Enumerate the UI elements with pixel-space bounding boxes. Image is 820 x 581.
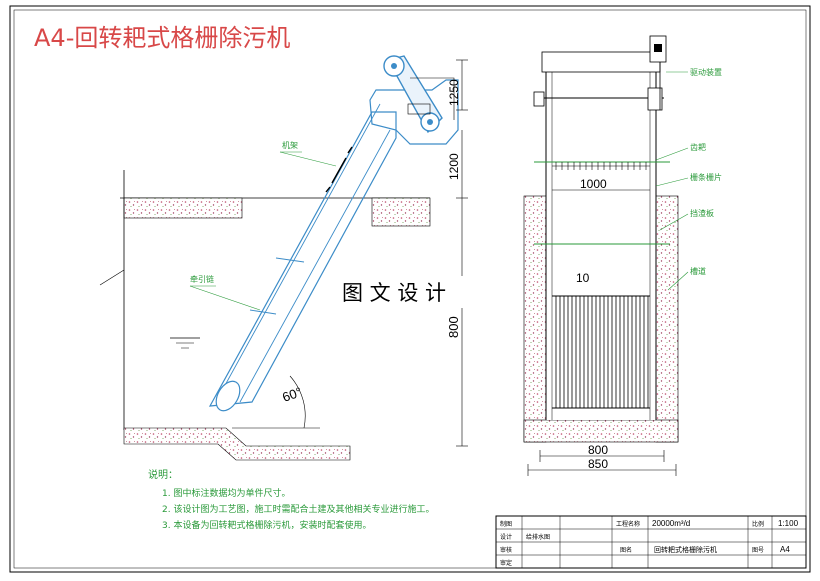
ground-block-left xyxy=(123,197,243,219)
dim-1000: 1000 xyxy=(580,177,607,191)
callout-drive: 驱动装置 xyxy=(690,67,722,77)
callout-chain: 牵引链 xyxy=(190,274,214,284)
dim-10: 10 xyxy=(576,271,590,285)
tb-r3-d: 图号 xyxy=(752,547,764,554)
pit-floor xyxy=(523,419,679,443)
lower-sprocket xyxy=(215,380,241,412)
notes: 说明： 1. 图中标注数据均为单件尺寸。 2. 该设计图为工艺图，施工时需配合土… xyxy=(148,468,434,531)
pit-wall-right xyxy=(655,195,679,443)
dim-1250: 1250 xyxy=(447,79,461,106)
rake-row xyxy=(552,162,650,170)
tb-r1-b: 工程名称 xyxy=(616,520,640,528)
callout-slot: 槽道 xyxy=(690,266,706,276)
tb-r1-a: 制图 xyxy=(500,520,512,528)
motor-box xyxy=(407,103,431,115)
drive-motor-core xyxy=(654,44,662,52)
crossbar-2 xyxy=(249,309,277,315)
dim-1200: 1200 xyxy=(447,153,461,180)
callout-rake: 齿耙 xyxy=(690,143,706,152)
note-item-1: 1. 图中标注数据均为单件尺寸。 xyxy=(162,487,290,499)
dim-800-front: 800 xyxy=(588,443,608,457)
pit-interior xyxy=(546,196,656,420)
note-item-2: 2. 该设计图为工艺图，施工时需配合土建及其他相关专业进行施工。 xyxy=(162,503,434,515)
rail-outer xyxy=(239,129,391,403)
tb-r1-d: 比例 xyxy=(752,520,764,528)
break-mark xyxy=(99,269,125,286)
grid-bars xyxy=(555,296,649,408)
watermark-box xyxy=(336,276,484,308)
drawing-title: A4-回转耙式格栅除污机 xyxy=(34,24,290,52)
upper-sprocket-hub xyxy=(391,63,397,69)
leader-plate xyxy=(659,213,689,231)
notes-heading: 说明： xyxy=(148,468,178,481)
head-box xyxy=(541,51,661,73)
leader-rake xyxy=(655,147,689,161)
motor-bracket xyxy=(410,77,455,120)
angle-label: 60° xyxy=(280,384,304,405)
crossbar-1 xyxy=(275,257,305,263)
side-view: 1250 1200 800 60° 机架 牵引链 xyxy=(99,55,468,461)
tb-r3-b: 图名 xyxy=(620,546,632,554)
ground-block-right xyxy=(371,197,431,227)
bearing-right xyxy=(647,87,663,111)
tb-r3-c: 回转耙式格栅除污机 xyxy=(654,545,717,554)
channel-bottom xyxy=(123,427,351,461)
leader-grid xyxy=(655,177,689,187)
title-block: 制图 工程名称 20000m³/d 比例 1:100 设计 给排水图 审核 图名… xyxy=(495,515,807,569)
sheet-border xyxy=(9,5,811,573)
rail-inner xyxy=(217,103,381,399)
callout-grid: 栅条栅片 xyxy=(690,172,722,182)
dim-850: 850 xyxy=(588,457,608,471)
tb-r3-a: 审核 xyxy=(500,546,512,554)
tb-r2-a: 设计 xyxy=(500,533,512,541)
tb-r1-c: 20000m³/d xyxy=(652,519,690,528)
tb-r2-b: 给排水图 xyxy=(526,533,550,541)
tb-r1-e: 1:100 xyxy=(778,519,799,528)
leader-slot xyxy=(667,271,689,291)
pit-wall-left xyxy=(523,195,547,443)
note-item-3: 3. 本设备为回转耙式格栅除污机，安装时配套使用。 xyxy=(162,519,371,531)
callout-plate: 挡渣板 xyxy=(690,208,714,218)
dim-800-side: 800 xyxy=(446,316,461,338)
leader-chain xyxy=(189,285,261,311)
tb-r4-a: 审定 xyxy=(500,559,512,567)
drive-sprocket-hub xyxy=(427,119,433,125)
angle-arc xyxy=(289,375,306,429)
rake-teeth xyxy=(325,146,353,193)
watermark-text: 图 文 设 计 xyxy=(342,281,446,305)
front-view: 1000 10 800 850 驱动装置 齿耙 栅条栅片 挡渣板 槽道 xyxy=(523,35,722,476)
tb-r3-e: A4 xyxy=(780,545,790,554)
leader-frame xyxy=(279,151,337,167)
bearing-left xyxy=(533,91,545,107)
sheet-inner-border xyxy=(13,9,807,569)
callout-frame: 机架 xyxy=(282,140,298,150)
